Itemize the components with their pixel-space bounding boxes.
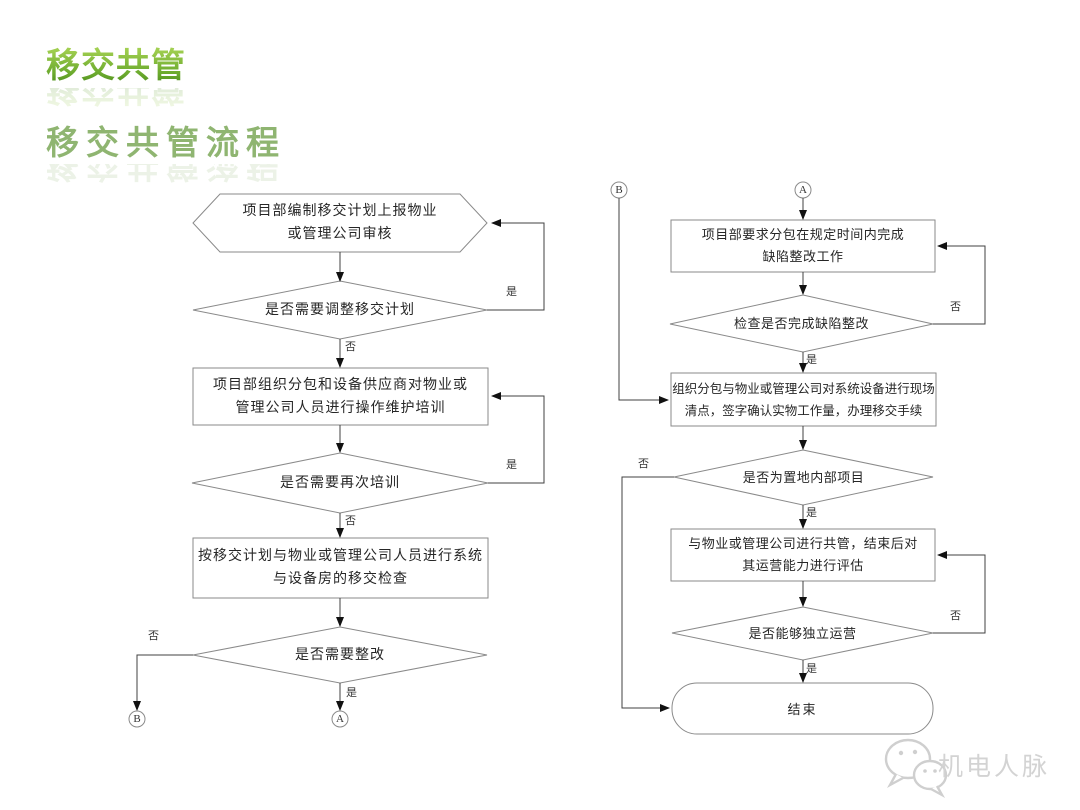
flow-d3-no-to-b xyxy=(133,654,193,711)
connector-b-top: B xyxy=(615,184,623,196)
node-text-line: 与设备房的移交检查 xyxy=(273,572,408,587)
node-text-line: 组织分包与物业或管理公司对系统设备进行现场 xyxy=(672,381,935,396)
terminator-end: 结束 xyxy=(672,685,933,732)
process-training: 项目部组织分包和设备供应商对物业或 管理公司人员进行操作维护培训 xyxy=(193,370,488,423)
node-text-line: 是否能够独立运营 xyxy=(748,625,857,641)
node-text-line: 是否需要整改 xyxy=(295,647,385,663)
hexagon-start: 项目部编制移交计划上报物业 或管理公司审核 xyxy=(195,196,485,250)
process-handover-check: 按移交计划与物业或管理公司人员进行系统 与设备房的移交检查 xyxy=(193,540,488,596)
node-text-line: 管理公司人员进行操作维护培训 xyxy=(235,400,446,416)
node-text-line: 项目部要求分包在规定时间内完成 xyxy=(701,227,905,242)
flow-d1-yes-loop xyxy=(487,219,545,311)
connector-a-bottom: A xyxy=(336,713,344,725)
process-inventory-shape xyxy=(670,372,937,427)
node-text-line: 检查是否完成缺陷整改 xyxy=(733,315,869,331)
label-d3-no: 否 xyxy=(148,630,159,642)
watermark-text: 机电人脉 xyxy=(938,753,1051,781)
flow-d2-yes-loop xyxy=(488,392,545,484)
label-d1-yes: 是 xyxy=(506,286,517,298)
node-text-line: 缺陷整改工作 xyxy=(762,249,844,264)
diamond-internal-project: 是否为置地内部项目 xyxy=(674,452,933,503)
node-text-line: 或管理公司审核 xyxy=(287,227,393,242)
process-comanage-shape xyxy=(670,528,936,582)
diamond-independent: 是否能够独立运营 xyxy=(672,609,933,658)
flow-b-to-inventory xyxy=(618,198,669,404)
node-text-line: 清点，签字确认实物工作量，办理移交手续 xyxy=(684,403,923,418)
process-comanage: 与物业或管理公司进行共管，结束后对 其运营能力进行评估 xyxy=(671,531,935,579)
node-text-line: 与物业或管理公司进行共管，结束后对 xyxy=(688,536,918,551)
node-text-line: 结束 xyxy=(787,702,818,717)
connector-lines xyxy=(133,198,986,712)
label-rd3-yes: 是 xyxy=(806,663,817,675)
node-text-line: 按移交计划与物业或管理公司人员进行系统 xyxy=(198,549,483,564)
label-rd1-yes: 是 xyxy=(806,354,817,366)
diamond-retrain: 是否需要再次培训 xyxy=(192,455,488,511)
connector-a-bottom-circle xyxy=(331,710,349,728)
node-text-line: 项目部编制移交计划上报物业 xyxy=(242,204,438,219)
process-handover-check-shape xyxy=(192,537,489,599)
flow-rd3-no-loop xyxy=(933,551,986,634)
wechat-icon xyxy=(884,738,948,799)
diamond-rectify: 是否需要整改 xyxy=(193,629,487,681)
label-d3-yes: 是 xyxy=(346,687,357,699)
flow-rd2-no-to-end xyxy=(621,476,674,712)
connector-a-top: A xyxy=(799,184,807,196)
terminator-end-shape xyxy=(671,682,934,735)
node-text-line: 是否需要调整移交计划 xyxy=(265,302,415,318)
process-defect-fix-shape xyxy=(670,219,936,273)
process-defect-fix: 项目部要求分包在规定时间内完成 缺陷整改工作 xyxy=(671,222,935,270)
diamond-defect-done: 检查是否完成缺陷整改 xyxy=(670,297,933,350)
label-rd1-no: 否 xyxy=(950,301,961,313)
label-rd3-no: 否 xyxy=(950,610,961,622)
node-text-line: 其运营能力进行评估 xyxy=(742,558,864,573)
page-title: 移交共管 xyxy=(46,47,186,85)
label-d1-no: 否 xyxy=(345,341,356,353)
process-training-shape xyxy=(192,367,489,426)
flow-rd1-no-loop xyxy=(933,242,986,325)
label-rd2-yes: 是 xyxy=(806,507,817,519)
connector-b-bottom: B xyxy=(133,713,141,725)
hexagon-start-shape xyxy=(192,193,488,253)
label-d2-yes: 是 xyxy=(506,459,517,471)
node-text-line: 是否为置地内部项目 xyxy=(742,469,865,485)
label-rd2-no: 否 xyxy=(638,458,649,470)
node-text-line: 项目部组织分包和设备供应商对物业或 xyxy=(213,377,468,393)
process-inventory: 组织分包与物业或管理公司对系统设备进行现场 清点，签字确认实物工作量，办理移交手… xyxy=(671,375,936,424)
connector-b-bottom-circle xyxy=(128,710,146,728)
node-text-line: 是否需要再次培训 xyxy=(280,475,400,491)
label-d2-no: 否 xyxy=(345,515,356,527)
diamond-adjust-plan: 是否需要调整移交计划 xyxy=(193,284,487,336)
section-title: 移交共管流程 xyxy=(46,124,286,161)
